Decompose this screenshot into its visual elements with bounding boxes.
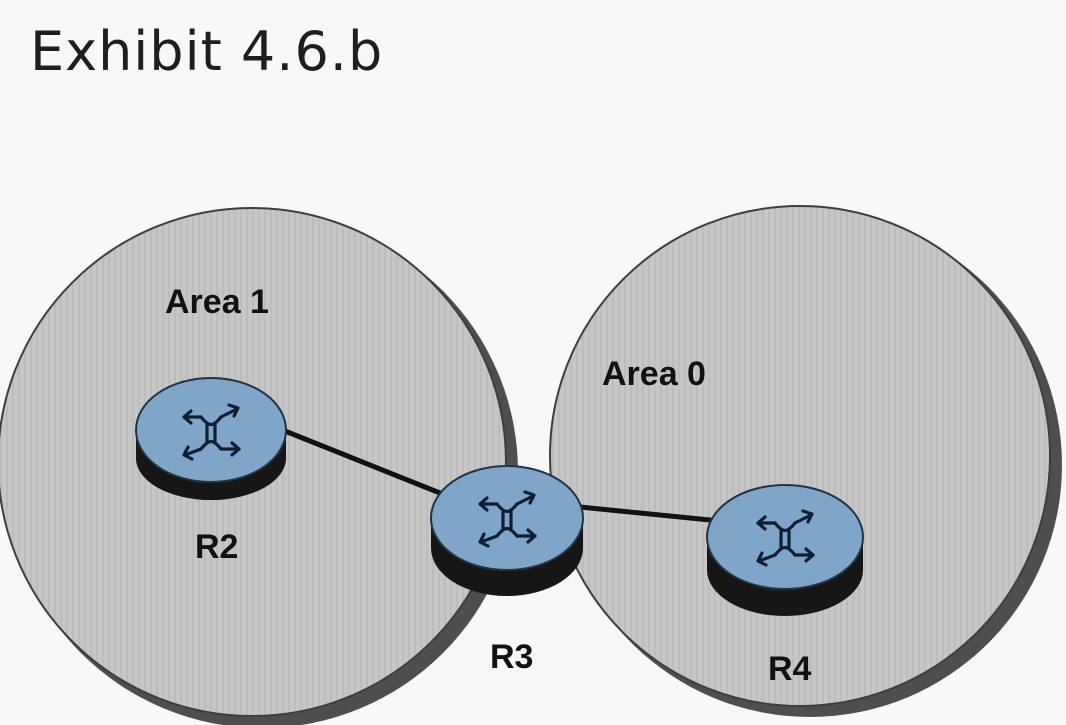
link-r2-r3 bbox=[269, 422, 471, 508]
router-r4-icon[interactable] bbox=[706, 484, 864, 616]
router-r3-icon[interactable] bbox=[430, 465, 584, 596]
area-0-label: Area 0 bbox=[602, 355, 706, 393]
area-1-label: Area 1 bbox=[165, 283, 269, 321]
router-r2-icon[interactable] bbox=[135, 377, 287, 500]
link-r3-r4 bbox=[559, 502, 731, 525]
router-r2-label: R2 bbox=[195, 528, 238, 566]
page-title: Exhibit 4.6.b bbox=[30, 20, 384, 83]
router-r4-label: R4 bbox=[768, 650, 812, 688]
area-0-region bbox=[549, 205, 1062, 717]
router-r3-label: R3 bbox=[490, 638, 533, 676]
